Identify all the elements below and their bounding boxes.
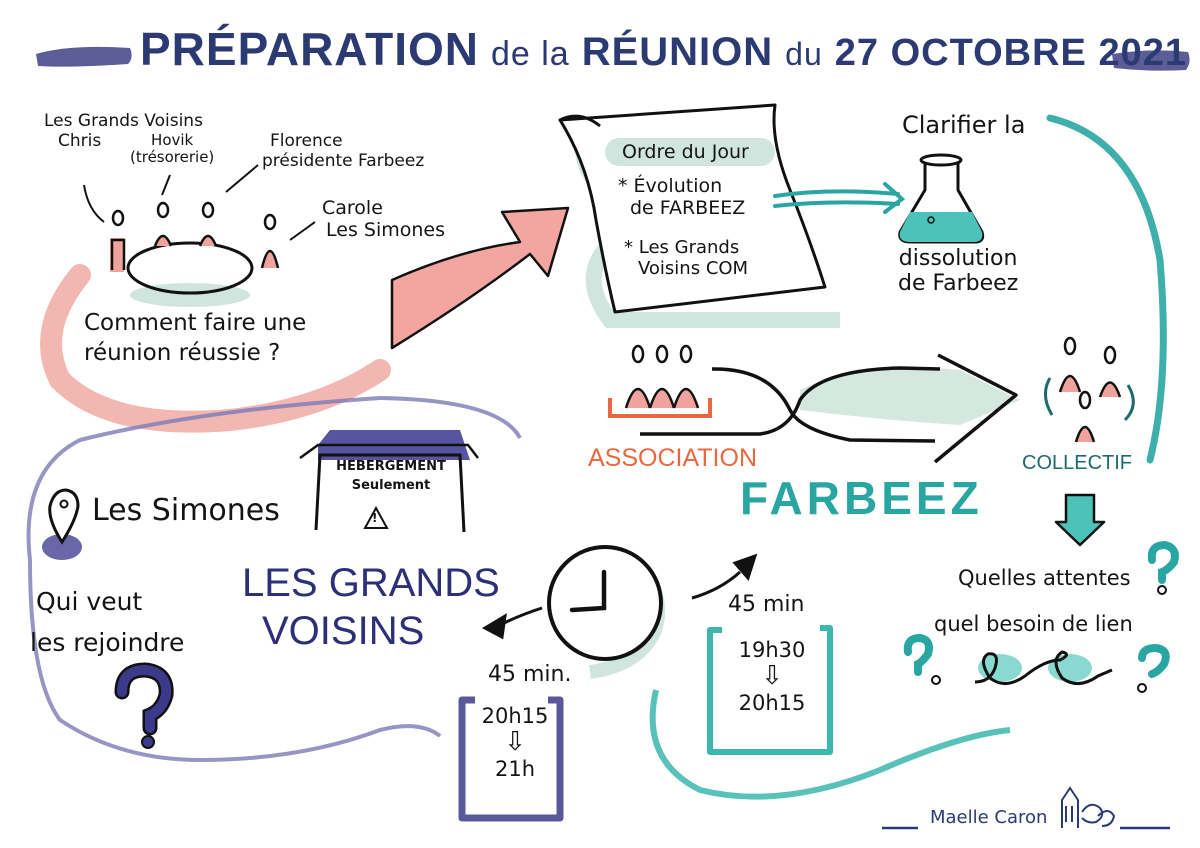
- collectif-icon: [1044, 336, 1135, 443]
- agenda-item-2-line1: Les Grands: [638, 237, 740, 258]
- agenda-item-1-line2: de FARBEEZ: [630, 196, 746, 219]
- schedule-right-duration: 45 min: [728, 592, 805, 617]
- teal-bottom-swoosh: [649, 689, 1011, 800]
- schedule-right-slot: 19h30 ⇩ 20h15: [722, 638, 822, 715]
- page-title: PRÉPARATION de la RÉUNION du 27 OCTOBRE …: [140, 22, 1187, 92]
- transformation-arrow: [640, 353, 1018, 464]
- title-reunion: RÉUNION: [581, 30, 774, 74]
- participant-carole: Carole Les Simones: [322, 197, 445, 242]
- participant-hovik-name: Hovik: [151, 131, 194, 149]
- meeting-question-line1: Comment faire une: [84, 310, 307, 336]
- grands-voisins-line2: VOISINS: [262, 609, 425, 653]
- house-label: HEBERGEMENT Seulement: [326, 459, 456, 494]
- clarify-heading: Clarifier la: [902, 111, 1026, 139]
- participant-carole-org: Les Simones: [326, 218, 445, 241]
- clock-arrow-left: [481, 606, 543, 640]
- schedule-left-start: 20h15: [481, 704, 549, 728]
- warning-icon: !: [372, 511, 378, 525]
- participant-florence-name: Florence: [270, 131, 343, 151]
- join-question: Qui veut les rejoindre: [30, 587, 185, 658]
- schedule-left-end: 21h: [494, 756, 536, 781]
- agenda-heading: Ordre du Jour: [622, 141, 749, 163]
- location-les-simones: Les Simones: [92, 493, 280, 528]
- teal-question-mark-icon-3: [1137, 643, 1170, 693]
- clock-arrow-right: [691, 553, 758, 600]
- meeting-question-line2: réunion réussie ?: [84, 340, 281, 367]
- title-date: 27 OCTOBRE 2021: [834, 32, 1187, 74]
- title-du: du: [785, 36, 823, 72]
- participant-florence: Florence présidente Farbeez: [262, 131, 425, 171]
- schedule-left-slot: 20h15 ⇩ 21h: [470, 704, 560, 781]
- agenda-item-1: * Évolution de FARBEEZ: [618, 175, 746, 220]
- participant-hovik: Hovik (trésorerie): [130, 131, 215, 167]
- question-lien: quel besoin de lien: [934, 612, 1133, 636]
- salmon-arrow: [390, 206, 570, 350]
- agenda-item-2-line2: Voisins COM: [638, 257, 749, 279]
- association-label: ASSOCIATION: [588, 444, 758, 472]
- raccoon-tower-icon: [1061, 786, 1116, 828]
- title-de-la: de la: [490, 35, 570, 73]
- down-arrow-collectif: [1054, 493, 1106, 547]
- title-right-brush: [1112, 50, 1190, 71]
- clarify-dissolution: dissolution de Farbeez: [898, 246, 1018, 297]
- grands-voisins-heading: LES GRANDS VOISINS: [242, 560, 500, 654]
- link-loops-icon: [974, 650, 1113, 685]
- agenda-item-1-line1: Évolution: [633, 175, 723, 197]
- house-label-line2: Seulement: [351, 477, 431, 493]
- participant-florence-role: présidente Farbeez: [262, 150, 425, 171]
- teal-question-mark-icon-2: [903, 633, 941, 685]
- clock-icon: [547, 545, 666, 679]
- schedule-box-left: [458, 696, 564, 822]
- participant-hovik-role: (trésorerie): [130, 148, 215, 167]
- down-arrow-icon: ⇩: [761, 661, 783, 692]
- schedule-right-end: 20h15: [738, 690, 806, 715]
- participant-chris: Les Grands Voisins Chris: [44, 111, 203, 151]
- participant-chris-name: Chris: [58, 130, 102, 151]
- participant-carole-name: Carole: [322, 197, 383, 219]
- participant-chris-org: Les Grands Voisins: [44, 111, 203, 131]
- violet-question-mark-icon: [114, 662, 174, 749]
- teal-question-mark-icon: [1147, 540, 1179, 595]
- location-pin-icon: [42, 488, 82, 560]
- agenda-bullet: *: [624, 237, 633, 258]
- house-label-line1: HEBERGEMENT: [336, 459, 446, 474]
- agenda-item-2: * Les Grands Voisins COM: [624, 237, 749, 279]
- meeting-people: [110, 201, 280, 272]
- teal-arrow-to-flask: [773, 182, 906, 214]
- author-signature: Maelle Caron: [930, 807, 1048, 828]
- schedule-box-right: [707, 625, 833, 755]
- meeting-table: [126, 241, 254, 295]
- meeting-question: Comment faire une réunion réussie ?: [84, 310, 306, 367]
- flask-icon: [898, 153, 985, 244]
- collectif-label: COLLECTIF: [1022, 452, 1133, 474]
- association-icon: [608, 344, 712, 418]
- schedule-right-start: 19h30: [738, 638, 806, 662]
- violet-curve: [26, 395, 522, 763]
- farbeez-label: FARBEEZ: [740, 472, 983, 524]
- schedule-left-duration: 45 min.: [488, 662, 572, 687]
- question-attentes: Quelles attentes: [958, 566, 1131, 590]
- clarify-line2: dissolution: [898, 246, 1018, 271]
- down-arrow-icon: ⇩: [504, 727, 526, 758]
- join-question-line1: Qui veut: [36, 587, 143, 616]
- house-icon: [299, 430, 479, 533]
- teal-right-arc: [1046, 114, 1167, 464]
- join-question-line2: les rejoindre: [30, 627, 185, 657]
- title-left-brush: [36, 46, 132, 67]
- clarify-line3: de Farbeez: [898, 271, 1019, 297]
- grands-voisins-line1: LES GRANDS: [242, 561, 500, 605]
- title-preparation: PRÉPARATION: [140, 23, 479, 75]
- agenda-bullet: *: [618, 175, 628, 197]
